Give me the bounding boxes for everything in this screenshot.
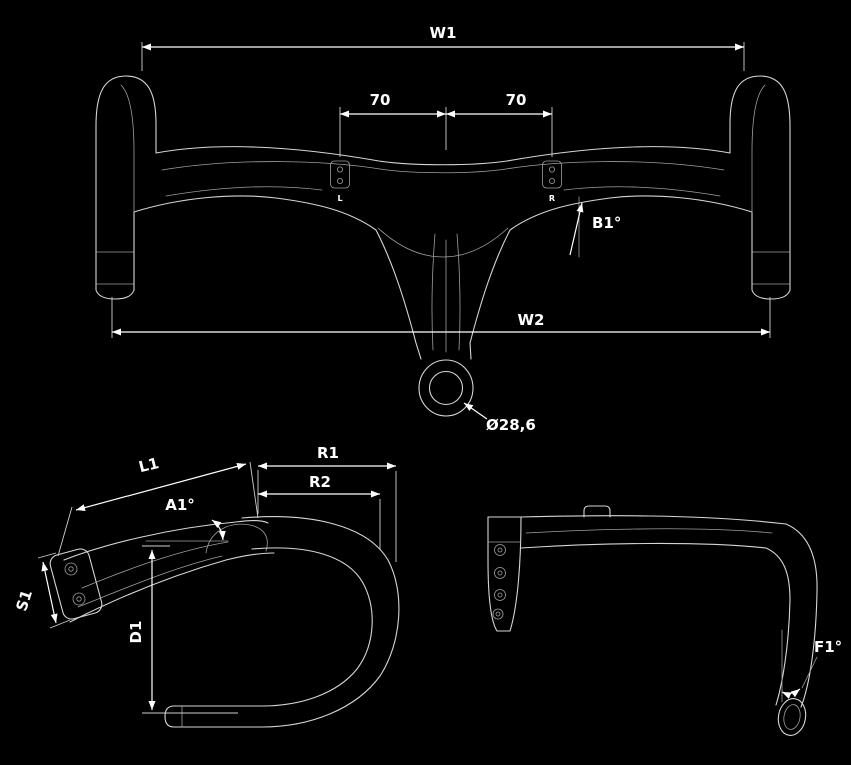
side-view-dimensions: L1 A1° S1 D1 R1 R2 bbox=[12, 444, 397, 714]
drop-inner-edge bbox=[765, 547, 791, 706]
right-hood-mount-plate bbox=[542, 160, 562, 189]
right-marker-label: R bbox=[549, 194, 555, 203]
drop-inner-curve bbox=[173, 547, 373, 707]
contour-line bbox=[165, 186, 323, 197]
dim-label-a1: A1° bbox=[165, 496, 195, 514]
top-section-upper-edge bbox=[63, 520, 269, 561]
dim-label-f1: F1° bbox=[814, 638, 842, 656]
top-section-lower-edge bbox=[69, 552, 275, 623]
dim-label-r2: R2 bbox=[309, 473, 331, 491]
f1-leader-line bbox=[801, 656, 818, 689]
dim-label-b1: B1° bbox=[592, 214, 621, 232]
right-drop-end-cap bbox=[751, 289, 791, 300]
dim-label-w2: W2 bbox=[518, 311, 545, 329]
bar-bottom-right-edge bbox=[469, 195, 753, 360]
extension-line bbox=[37, 552, 71, 629]
dim-label-70-left: 70 bbox=[370, 91, 391, 109]
extension-line bbox=[141, 42, 745, 71]
dim-line-l1 bbox=[75, 462, 247, 512]
right-mount-hole bbox=[549, 177, 556, 184]
clamp-bolt-center bbox=[68, 566, 74, 572]
contour-line bbox=[161, 161, 725, 174]
drop-end-opening-outer bbox=[777, 698, 807, 736]
extension-line bbox=[57, 461, 259, 557]
front-view-outline bbox=[487, 505, 818, 736]
contour-line bbox=[563, 186, 721, 197]
b1-angle-arrow bbox=[569, 202, 584, 256]
dim-label-l1: L1 bbox=[137, 454, 161, 476]
extension-line bbox=[142, 545, 238, 714]
right-mount-hole bbox=[549, 166, 556, 173]
clamp-bolt bbox=[64, 562, 78, 576]
side-view-outline bbox=[49, 516, 400, 728]
bar-top-edge bbox=[520, 515, 787, 525]
dim-label-d1: D1 bbox=[127, 621, 145, 644]
dim-line-s1 bbox=[41, 561, 58, 624]
bar-mid-contour bbox=[525, 528, 773, 534]
left-hook-inner bbox=[120, 84, 135, 213]
dim-label-diameter: Ø28,6 bbox=[486, 416, 536, 434]
handlebar-top-outline bbox=[95, 75, 791, 417]
stem-contour bbox=[431, 233, 436, 351]
f1-angle-arc bbox=[781, 688, 801, 699]
side-view: L1 A1° S1 D1 R1 R2 bbox=[12, 444, 400, 728]
front-view: F1° bbox=[487, 505, 842, 736]
drop-end-cap bbox=[164, 705, 175, 728]
left-hood-mount-plate bbox=[330, 160, 350, 189]
stem-bolt bbox=[494, 544, 506, 556]
stem-body bbox=[487, 516, 522, 632]
stem-bolt-center bbox=[495, 611, 501, 617]
left-marker-label: L bbox=[337, 194, 342, 203]
stem-contour bbox=[456, 233, 461, 351]
dim-label-s1: S1 bbox=[12, 588, 36, 614]
stem-shoulder-contour bbox=[377, 227, 509, 258]
contour-line bbox=[81, 541, 229, 589]
accessory-mount-tab bbox=[583, 505, 611, 518]
top-view-dimensions: W1 70 70 B1° W2 Ø28,6 bbox=[111, 24, 771, 434]
right-hook-inner bbox=[751, 84, 766, 213]
contour-line bbox=[77, 555, 223, 608]
right-drop-end-ring bbox=[751, 251, 791, 285]
diameter-leader-line bbox=[463, 402, 488, 420]
left-drop-end-ring bbox=[95, 251, 135, 285]
stem-bolt bbox=[492, 608, 504, 620]
dim-label-w1: W1 bbox=[430, 24, 457, 42]
drop-end-opening-inner bbox=[783, 704, 801, 730]
steerer-clamp-inner bbox=[428, 370, 464, 406]
dim-label-70-right: 70 bbox=[506, 91, 527, 109]
left-drop-end-cap bbox=[95, 289, 135, 300]
bar-silhouette bbox=[95, 75, 791, 291]
dim-label-r1: R1 bbox=[317, 444, 339, 462]
top-view: L R W1 70 70 B1° W2 Ø28,6 bbox=[95, 24, 791, 434]
top-view-contours: L R bbox=[120, 84, 766, 353]
stem-bolt-center bbox=[497, 547, 503, 553]
stem-bolt-center bbox=[497, 592, 503, 598]
drop-outer-edge bbox=[785, 523, 818, 708]
bar-bottom-edge bbox=[520, 542, 767, 549]
a1-angle-arc bbox=[211, 519, 226, 541]
drop-outer-curve bbox=[173, 516, 400, 728]
stem-bolt-center bbox=[497, 570, 503, 576]
clamp-bolt-center bbox=[76, 596, 82, 602]
stem-bolt bbox=[494, 567, 506, 579]
stem-bolt bbox=[494, 589, 506, 601]
front-view-dimensions: F1° bbox=[781, 629, 842, 703]
left-mount-hole bbox=[336, 177, 343, 184]
steerer-clamp-outer bbox=[418, 359, 474, 417]
clamp-bolt bbox=[72, 592, 86, 606]
left-mount-hole bbox=[336, 166, 343, 173]
bar-bottom-left-edge bbox=[133, 195, 422, 360]
